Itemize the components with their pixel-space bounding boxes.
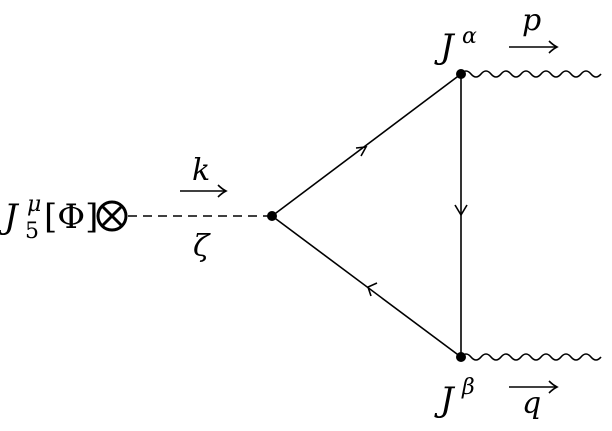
fermion-line-upper bbox=[271, 73, 462, 217]
momentum-p-label: p bbox=[522, 3, 541, 38]
momentum-k-label: k bbox=[192, 153, 210, 188]
vertex-bottom-superscript: β bbox=[461, 375, 475, 400]
fermion-line-lower bbox=[271, 215, 462, 358]
otimes-insertion-icon bbox=[96, 200, 128, 232]
vertex-left bbox=[267, 211, 277, 221]
source-label: J μ 5 [Φ] bbox=[0, 192, 98, 244]
vertex-top-superscript: α bbox=[462, 24, 477, 49]
propagator-zeta-label: ζ bbox=[193, 229, 211, 264]
fermion-arrow-upper-icon bbox=[355, 146, 368, 157]
fermion-arrow-right-icon bbox=[454, 204, 468, 217]
photon-line-top bbox=[460, 70, 602, 78]
source-current-symbol: J bbox=[0, 197, 20, 237]
photon-line-bottom bbox=[460, 353, 602, 361]
momentum-q-arrow-icon bbox=[509, 380, 559, 394]
vertex-top-current-symbol: J bbox=[434, 27, 456, 67]
vertex-bottom-label: J β bbox=[434, 375, 475, 420]
vertex-top-label: J α bbox=[434, 24, 477, 67]
momentum-k-arrow-icon bbox=[180, 184, 228, 198]
momentum-q-label: q bbox=[522, 386, 541, 421]
fermion-arrow-lower-icon bbox=[367, 282, 378, 297]
source-superscript: μ bbox=[27, 192, 41, 217]
source-argument: [Φ] bbox=[44, 197, 98, 237]
vertex-bottom-current-symbol: J bbox=[434, 380, 456, 420]
momentum-p-arrow-icon bbox=[509, 40, 559, 54]
fermion-loop-triangle bbox=[271, 73, 462, 358]
source-subscript: 5 bbox=[25, 219, 39, 244]
